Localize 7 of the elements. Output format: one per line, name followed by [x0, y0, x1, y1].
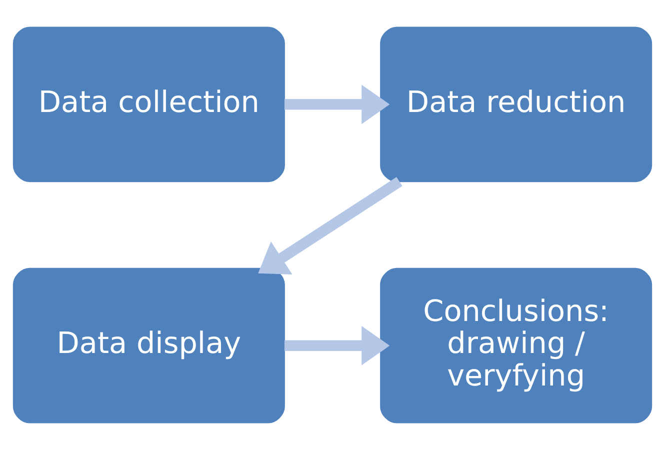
- arrow: [258, 176, 402, 274]
- arrow: [284, 84, 390, 124]
- node-box: Data reduction: [380, 26, 652, 182]
- node-box: Data collection: [12, 26, 285, 182]
- arrow: [284, 325, 390, 365]
- node-box: Data display: [12, 267, 285, 423]
- node-box: Conclusions: drawing / veryfying: [380, 267, 652, 423]
